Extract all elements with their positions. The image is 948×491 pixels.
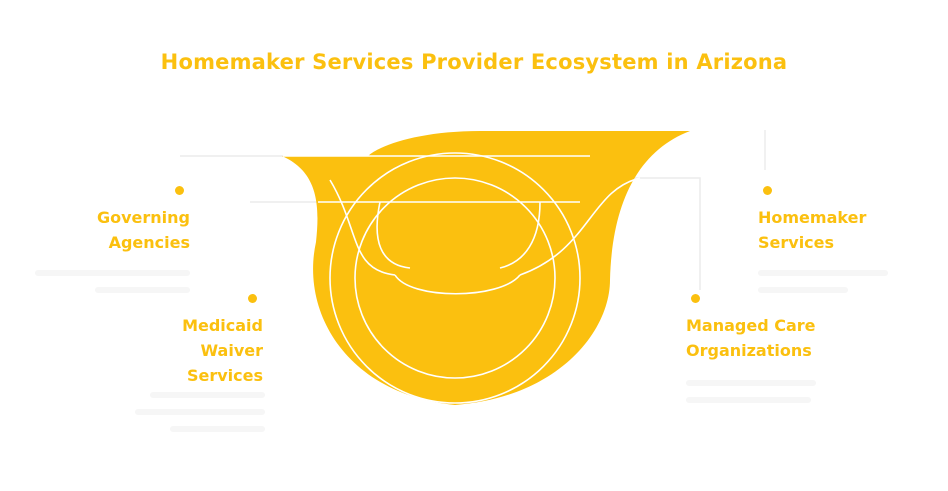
placeholder-text-medicaid <box>150 392 265 398</box>
label-governing: Governing Agencies <box>96 208 190 252</box>
label-medicaid: Medicaid Waiver Services <box>182 316 263 385</box>
funnel-shape <box>282 131 690 405</box>
curve-left-outer <box>329 179 396 276</box>
inner-arc <box>394 274 521 295</box>
curve-right-outer <box>519 177 641 276</box>
label-homemaker: Homemaker Services <box>758 208 867 252</box>
bullet-homemaker <box>763 186 772 195</box>
placeholder-text-managed <box>686 380 816 386</box>
placeholder-text-governing <box>95 287 190 293</box>
label-managed: Managed Care Organizations <box>686 316 816 360</box>
bullet-governing <box>175 186 184 195</box>
curve-left-inner <box>376 201 411 269</box>
placeholder-text-medicaid <box>135 409 265 415</box>
placeholder-text-medicaid <box>170 426 265 432</box>
bullet-managed <box>691 294 700 303</box>
bullet-medicaid <box>248 294 257 303</box>
connector-managed <box>620 177 701 290</box>
diagram-title: Homemaker Services Provider Ecosystem in… <box>160 50 788 74</box>
placeholder-text-homemaker <box>758 270 888 276</box>
ring-inner <box>354 177 556 379</box>
ring-outer <box>329 152 581 404</box>
placeholder-text-governing <box>35 270 190 276</box>
placeholder-text-homemaker <box>758 287 848 293</box>
placeholder-text-managed <box>686 397 811 403</box>
curve-right-inner <box>499 201 541 269</box>
